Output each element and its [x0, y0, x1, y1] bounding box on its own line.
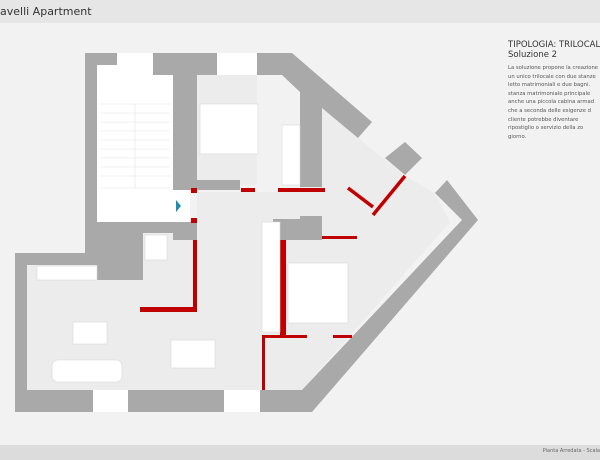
description-panel: TIPOLOGIA: TRILOCALE Soluzione 2 La solu… [508, 40, 600, 141]
walls [15, 53, 478, 412]
entrance-marker-icon [176, 200, 181, 212]
page-title: avelli Apartment [0, 5, 92, 18]
wall-stair [85, 53, 197, 280]
header-bar: avelli Apartment [0, 0, 600, 23]
kitchen [261, 221, 281, 333]
stair-steps [100, 103, 170, 189]
wall-bottom-middle [128, 390, 224, 412]
description-line: letto matrimoniali e due bagni. [508, 82, 591, 89]
bed-bottom [287, 262, 349, 324]
tv-unit [36, 265, 98, 281]
wall-bedroom-left [153, 53, 240, 190]
rug [72, 321, 108, 345]
solution-heading: Soluzione 2 [508, 50, 558, 60]
bath-shower [144, 234, 168, 261]
description-line: La soluzione propone la creazione [508, 65, 599, 71]
description-text: La soluzione propone la creazione un uni… [508, 64, 600, 141]
wardrobe-top [281, 124, 301, 186]
scale-label: Pianta Arredata - Scala [542, 448, 600, 454]
footer-bar: Pianta Arredata - Scala [0, 445, 600, 460]
wall-middle-block [273, 216, 322, 240]
description-line: un unico trilocale con due stanze [508, 73, 596, 80]
typology-heading: TIPOLOGIA: TRILOCALE [508, 40, 600, 50]
description-line: ripostiglio o servizio della zo [508, 125, 584, 132]
description-line: che a seconda delle esigenze d [508, 107, 592, 114]
description-line: giorno. [508, 133, 527, 140]
wall-top-right [257, 53, 372, 187]
wall-right [260, 180, 478, 412]
description-line: cliente potrebbe diventare [508, 116, 579, 123]
bed-top [199, 103, 259, 155]
description-line: anche una piccola cabina armad [508, 99, 595, 106]
furniture [36, 103, 349, 383]
dining-table [170, 339, 216, 369]
new-walls [140, 174, 407, 390]
wall-pillar [385, 142, 422, 175]
windows [93, 53, 260, 412]
wall-bottom-left [15, 253, 93, 412]
description-line: stanza matrimoniale principale [508, 90, 591, 97]
sofa [51, 359, 123, 383]
